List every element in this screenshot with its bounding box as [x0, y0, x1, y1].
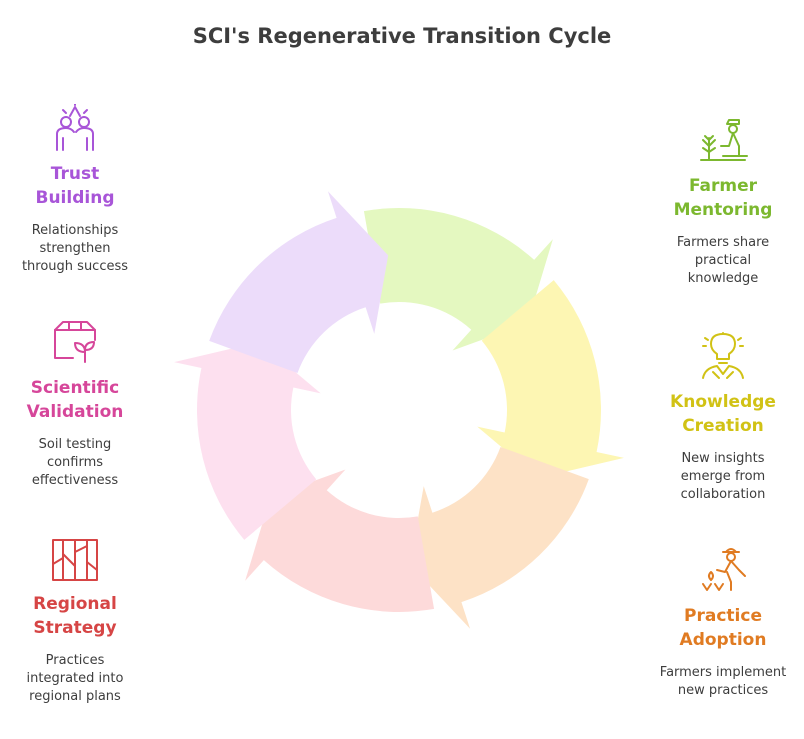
desc-line: Farmers share — [676, 235, 770, 250]
desc-line: strengthen — [39, 241, 111, 256]
desc-line: effectiveness — [31, 473, 119, 488]
segment-pink — [174, 342, 321, 540]
stage-name-line: Scientific — [30, 378, 120, 398]
farmer-planting-icon — [700, 119, 748, 161]
stage-name-line: Trust — [50, 164, 100, 184]
segment-yellow — [477, 280, 624, 478]
segment-green — [363, 208, 553, 351]
segment-purple — [209, 191, 389, 374]
desc-line: New insights — [681, 451, 765, 466]
stage-regional-strategy: Regional Strategy Practices integrated i… — [0, 534, 160, 706]
stage-description: New insights emerge from collaboration — [638, 450, 804, 504]
segment-red — [245, 469, 435, 612]
lightbulb-person-icon — [702, 332, 744, 379]
regional-map-icon — [52, 539, 98, 581]
desc-line: emerge from — [680, 469, 766, 484]
desc-line: collaboration — [680, 487, 766, 502]
stage-name-line: Strategy — [33, 618, 117, 638]
stage-name-line: Practice — [684, 606, 762, 626]
desc-line: confirms — [46, 455, 104, 470]
desc-line: through success — [21, 259, 129, 274]
desc-line: knowledge — [687, 271, 759, 286]
stage-name-line: Farmer — [688, 176, 758, 196]
stage-name-line: Mentoring — [673, 200, 773, 220]
stage-name: Regional Strategy — [0, 592, 160, 640]
segment-orange — [409, 446, 589, 629]
stage-name: Scientific Validation — [0, 376, 160, 424]
desc-line: Soil testing — [38, 437, 112, 452]
stage-name-line: Validation — [26, 402, 124, 422]
stage-knowledge-creation: Knowledge Creation New insights emerge f… — [638, 332, 804, 504]
stage-name: Farmer Mentoring — [638, 174, 804, 222]
stage-description: Practices integrated into regional plans — [0, 652, 160, 706]
farmer-sowing-icon — [702, 548, 746, 591]
stage-name: Knowledge Creation — [638, 390, 804, 438]
desc-line: practical — [694, 253, 752, 268]
seedling-box-icon — [54, 321, 96, 363]
desc-line: new practices — [677, 683, 769, 698]
stage-name-line: Building — [35, 188, 115, 208]
diagram-title: SCI's Regenerative Transition Cycle — [192, 24, 612, 48]
desc-line: Practices — [45, 653, 105, 668]
desc-line: Farmers implement — [659, 665, 787, 680]
stage-description: Soil testing confirms effectiveness — [0, 436, 160, 490]
stage-description: Relationships strengthen through success — [0, 222, 160, 276]
stage-description: Farmers share practical knowledge — [638, 234, 804, 288]
stage-name: Practice Adoption — [638, 604, 804, 652]
stage-name-line: Adoption — [679, 630, 767, 650]
high-five-hands-icon — [56, 104, 94, 151]
desc-line: integrated into — [26, 671, 124, 686]
stage-name: Trust Building — [0, 162, 160, 210]
stage-description: Farmers implement new practices — [638, 664, 804, 700]
stage-name-line: Creation — [682, 416, 764, 436]
stage-trust-building: Trust Building Relationships strengthen … — [0, 104, 160, 276]
desc-line: regional plans — [29, 689, 121, 704]
stage-farmer-mentoring: Farmer Mentoring Farmers share practical… — [638, 116, 804, 288]
stage-practice-adoption: Practice Adoption Farmers implement new … — [638, 546, 804, 700]
stage-name-line: Knowledge — [670, 392, 776, 412]
stage-scientific-validation: Scientific Validation Soil testing confi… — [0, 318, 160, 490]
stage-name-line: Regional — [33, 594, 117, 614]
desc-line: Relationships — [31, 223, 119, 238]
